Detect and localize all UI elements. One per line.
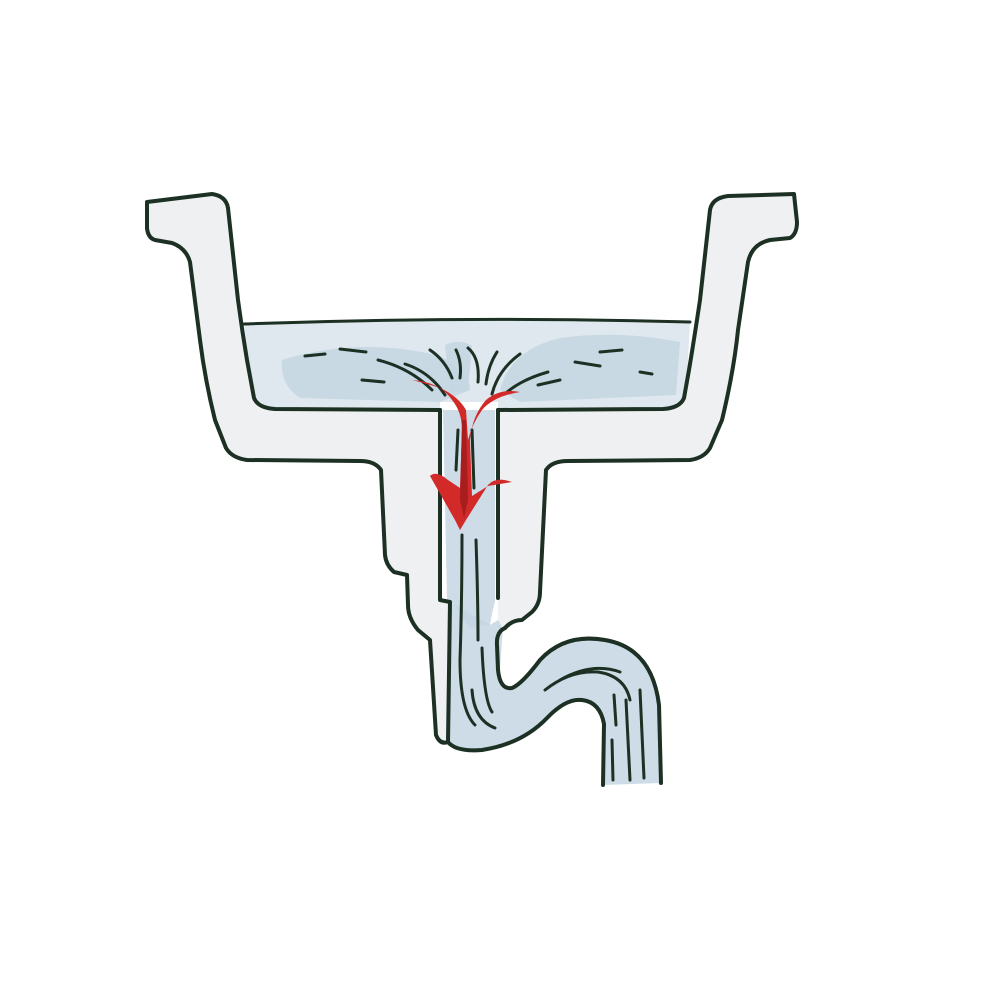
basin-outline — [145, 192, 442, 412]
basin-outline — [496, 192, 799, 630]
pipe-outline — [446, 697, 606, 787]
sink-basin — [147, 194, 450, 745]
flow-streaks — [303, 346, 654, 397]
pipe-outline — [494, 626, 663, 785]
pipe-outline — [438, 408, 452, 744]
water-surface-shading — [500, 334, 680, 402]
basin-outline — [145, 226, 450, 745]
trap-pipe — [448, 602, 662, 785]
water-surface-line — [242, 317, 692, 326]
downward-flow-arrow-icon — [412, 380, 520, 530]
water-surface-shading — [281, 346, 470, 402]
sink-basin — [498, 194, 797, 640]
flow-streaks — [454, 428, 646, 782]
